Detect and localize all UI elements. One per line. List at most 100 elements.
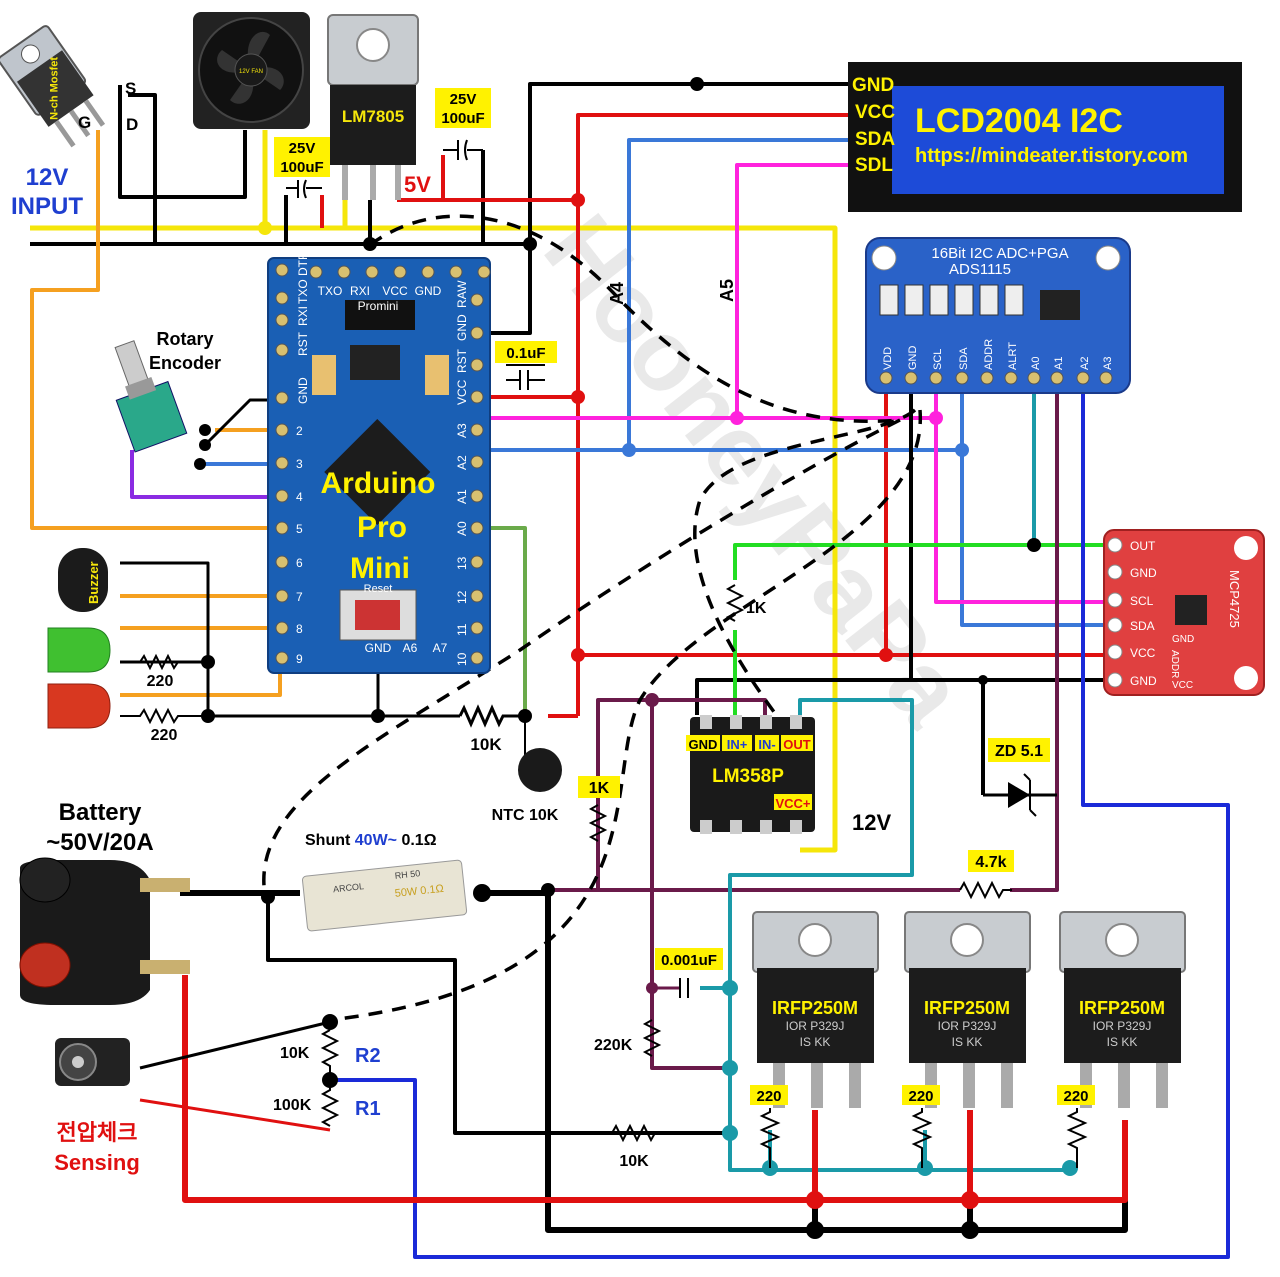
mosfet-part-label: IRFP250M: [772, 998, 858, 1018]
wire-batt-pos: [182, 975, 1128, 1203]
lcd-url: https://mindeater.tistory.com: [915, 145, 1188, 167]
resistor-ntc-10k: 10K: [458, 704, 525, 754]
dac-pin-hole: [1107, 564, 1123, 580]
arduino-right-pin-label: RAW: [455, 280, 469, 308]
shunt-body2: 50W 0.1Ω: [394, 883, 444, 900]
resistor-1k-a: 1K: [578, 776, 620, 842]
opamp-part: LM358P: [712, 766, 784, 787]
arduino-pin-hole: [470, 555, 484, 569]
r-220k-label: 220K: [594, 1037, 633, 1054]
wire-label-a5: A5: [717, 279, 737, 302]
wire-orange-led2: [120, 658, 282, 697]
mosfet-part-label: IRFP250M: [1079, 998, 1165, 1018]
dac-pin-label: OUT: [1130, 539, 1156, 553]
lcd-title: LCD2004 I2C: [915, 102, 1123, 140]
arduino-name-2: Pro: [357, 511, 407, 544]
arduino-pin-hole: [449, 265, 463, 279]
wire-dashed-1: [368, 214, 901, 423]
dac-pin-hole: [1107, 592, 1123, 608]
gate-resistor-label: 220: [1063, 1088, 1088, 1105]
ads-pin-hole: [929, 371, 943, 385]
arduino-left-pin-label: DTR: [296, 251, 310, 276]
dac-pin-hole: [1107, 672, 1123, 688]
wire-ads-a2: [335, 385, 1230, 1259]
ntc-label: NTC 10K: [492, 807, 559, 824]
buzzer-label: Buzzer: [86, 561, 101, 604]
ads-pin-hole: [1099, 371, 1113, 385]
lcd2004-module: LCD2004 I2C https://mindeater.tistory.co…: [848, 62, 1242, 212]
dac-gnd2: GND: [1172, 634, 1194, 645]
wire-10k-gate: [266, 897, 730, 1135]
arduino-pin-hole: [275, 489, 289, 503]
wire-gnd-leds: [120, 561, 460, 718]
mosfet-pin-d: D: [126, 115, 138, 134]
wire-scl-ads: [934, 385, 1110, 604]
gate-resistor-tag: [1057, 1085, 1095, 1105]
wires: [30, 82, 1230, 1259]
arduino-right-pin-label: A0: [455, 521, 469, 536]
gate-resistor: [911, 1108, 933, 1168]
shunt-value: 0.1Ω: [397, 832, 437, 849]
wire-gnd-arduino: [482, 244, 532, 335]
wire-enc-purple: [130, 450, 280, 499]
ads-pin-hole: [1076, 371, 1090, 385]
arduino-left-pin-label: 2: [296, 424, 303, 438]
ads-pin-label: A1: [1053, 357, 1065, 370]
arduino-name-1: Arduino: [321, 467, 436, 500]
arduino-name-3: Mini: [350, 552, 410, 585]
r2-name: R2: [355, 1045, 381, 1067]
opamp-supply-label: 12V: [852, 810, 891, 835]
arduino-pin-hole: [470, 589, 484, 603]
wire-gnd-fan: [118, 85, 247, 199]
ads-pin-label: A0: [1030, 357, 1042, 370]
lm7805-regulator: LM7805: [327, 14, 419, 200]
wire-a0: [482, 526, 527, 716]
encoder-label-2: Encoder: [149, 353, 221, 373]
arduino-pin-hole: [275, 651, 289, 665]
c1-voltage: 25V: [289, 140, 316, 157]
wire-gnd-opamp: [695, 678, 911, 715]
arduino-pin-hole: [275, 456, 289, 470]
capacitor-c2: 25V 100uF: [435, 88, 491, 161]
arduino-right-pin-label: GND: [455, 314, 469, 341]
arduino-pin-hole: [477, 265, 491, 279]
arduino-pro-mini: Promini Reset Arduino Pro Mini DTRTXORXI…: [267, 251, 491, 674]
wire-dac-out: [733, 543, 1110, 580]
junction-dots: [194, 77, 1078, 1239]
mosfet-marking: IOR P329J: [1093, 1019, 1152, 1033]
dac-part: MCP4725: [1227, 570, 1242, 628]
arduino-bottom-pin-label: A7: [433, 641, 448, 655]
dac-vcc2: VCC: [1172, 680, 1193, 691]
ads-pin-label: ALRT: [1007, 342, 1019, 370]
arduino-left-pin-label: RST: [296, 331, 310, 356]
arduino-left-pin-label: 5: [296, 522, 303, 536]
arduino-pin-hole: [337, 265, 351, 279]
arduino-pin-hole: [470, 455, 484, 469]
arduino-left-pin-label: 8: [296, 622, 303, 636]
c4-value: 0.001uF: [661, 952, 717, 969]
shunt-power: 40W~: [355, 832, 397, 849]
battery-terminals: [19, 857, 190, 1005]
lcd-pin-gnd: GND: [852, 75, 894, 96]
arduino-pin-hole: [275, 313, 289, 327]
arduino-pin-hole: [275, 263, 289, 277]
ads-pin-label: GND: [907, 346, 919, 371]
input-label-1: 12V: [26, 164, 69, 191]
shunt-body: RH 50: [394, 868, 420, 881]
r1-name: R1: [355, 1098, 381, 1120]
arduino-reset: Reset: [364, 583, 393, 595]
arduino-pin-hole: [365, 265, 379, 279]
ads-pin-label: SCL: [932, 349, 944, 370]
voltage-divider: 10K R2 100K R1: [273, 1029, 381, 1127]
r2-value: 10K: [280, 1045, 310, 1062]
r-1k-a-label: 1K: [589, 780, 610, 797]
shunt-label: Shunt 40W~ 0.1Ω: [305, 832, 437, 849]
resistor-220k: 220K: [594, 1019, 662, 1057]
arduino-right-pin-label: A2: [455, 455, 469, 470]
r-1k-b-label: 1K: [746, 600, 767, 617]
mosfet-marking-2: IS KK: [952, 1035, 983, 1049]
arduino-left-pin-label: RXI: [296, 306, 310, 326]
dc-jack: [55, 1038, 130, 1086]
dac-pin-label: VCC: [1130, 646, 1156, 660]
